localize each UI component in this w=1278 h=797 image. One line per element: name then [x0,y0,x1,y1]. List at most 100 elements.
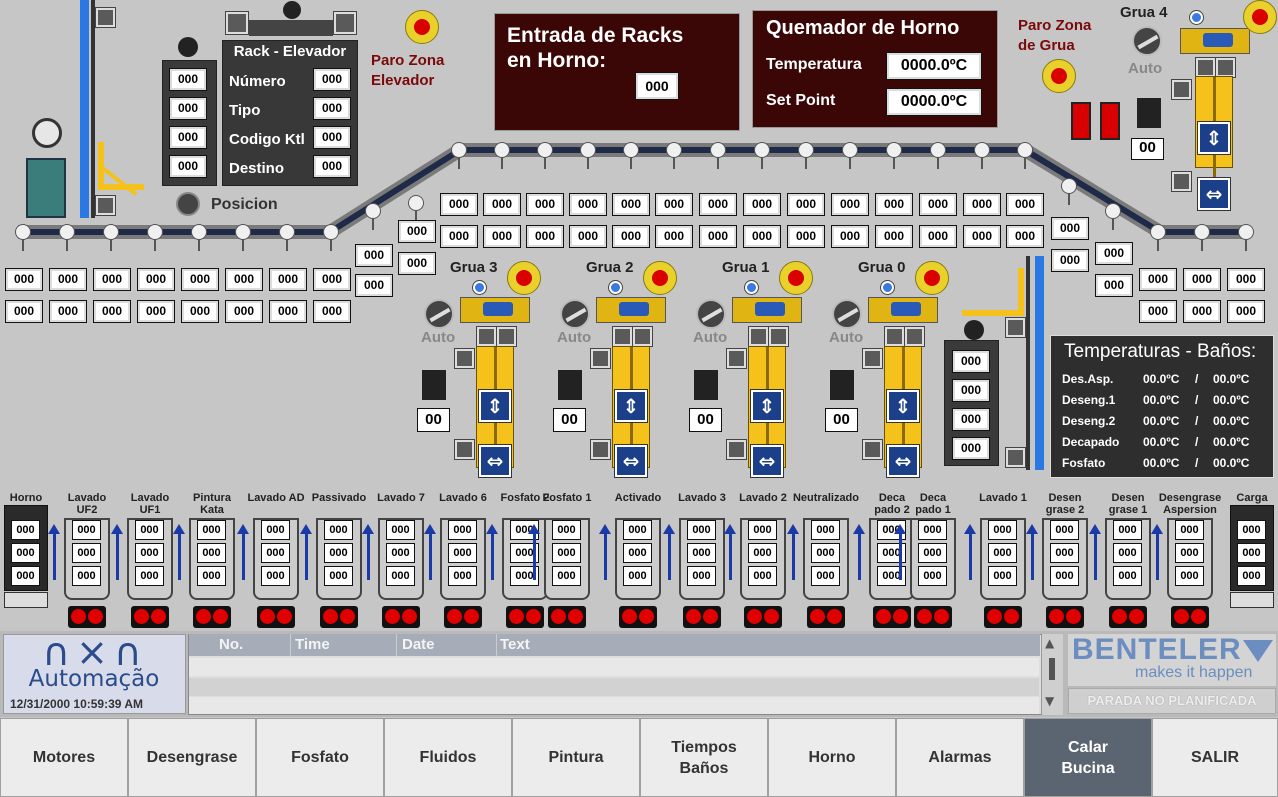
paro-zona-elevador-button[interactable] [405,10,439,44]
bath-label: Lavado UF2 [67,492,107,516]
grua-1-horizontal-button[interactable]: ⇔ [750,444,784,478]
tab-fluidos[interactable]: Fluidos [384,718,512,797]
bath-pump-lights [548,606,586,628]
conveyor-value-box: 000 [5,268,43,291]
rack-field-label-1: Tipo [229,102,261,119]
grua-4-stop-button[interactable] [1243,0,1277,34]
conveyor-value-box: 000 [137,300,175,323]
tab-calar-bucina[interactable]: Calar Bucina [1024,718,1152,797]
conveyor-value-box: 000 [483,193,521,216]
bath-value: 000 [1050,543,1079,563]
grua-1-vertical-button[interactable]: ⇕ [750,389,784,423]
elevator-sensor-bottom [95,195,116,216]
bath-value: 000 [324,566,353,586]
grua-3-mode-switch[interactable] [424,299,454,329]
tab-alarmas[interactable]: Alarmas [896,718,1024,797]
tab-tiempos-baños[interactable]: Tiempos Baños [640,718,768,797]
temp-row-name: Fosfato [1062,456,1106,470]
grua-2-status-icon [558,370,582,400]
carga-sensor-top [1005,317,1026,338]
grua-0-auto-label: Auto [829,329,864,346]
bath-value: 000 [261,566,290,586]
alarm-header-text[interactable]: Text [497,634,1040,656]
tab-horno[interactable]: Horno [768,718,896,797]
scroll-up-icon[interactable]: ▲ [1045,636,1055,650]
conveyor-value-box: 000 [699,193,737,216]
axn-logo-top: ∩×∩ [42,630,148,674]
benteler-tagline: makes it happen [1135,664,1253,681]
conveyor-value-box: 000 [919,225,957,248]
conveyor-value-box: 000 [787,193,825,216]
entrada-racks-title: Entrada de Racks en Horno: [507,24,684,72]
tab-fosfato[interactable]: Fosfato [256,718,384,797]
bath-pump-lights [382,606,420,628]
temperaturas-title: Temperaturas - Baños: [1064,341,1257,362]
conveyor-roller [886,142,902,169]
bath-label: Desen grase 1 [1108,492,1148,516]
tab-salir[interactable]: SALIR [1152,718,1278,797]
bath-value: 000 [988,520,1017,540]
paro-zona-grua-button[interactable] [1042,59,1076,93]
grua-4-horizontal-button[interactable]: ⇔ [1197,177,1231,211]
conveyor-roller [930,142,946,169]
grua-3-vertical-button[interactable]: ⇕ [478,389,512,423]
grua-0-mode-switch[interactable] [832,299,862,329]
bath-value: 000 [386,543,415,563]
grua-3-sensor [454,439,475,460]
grua-2-vertical-button[interactable]: ⇕ [614,389,648,423]
paro-zona-grua-label: Paro Zona de Grua [1018,17,1092,54]
pump-light [402,609,417,624]
grua-4-mode-switch[interactable] [1132,26,1162,56]
pump-light [509,609,524,624]
carga-indicator [964,320,984,340]
grua-1-stop-button[interactable] [779,261,813,295]
rack-field-value-2: 000 [313,126,351,149]
scroll-down-icon[interactable]: ▼ [1045,694,1055,708]
bath-value: 000 [510,543,539,563]
bath-value: 000 [386,520,415,540]
scroll-thumb[interactable] [1049,658,1055,680]
grua-0-counter: 00 [825,408,858,432]
bath-pump-lights [320,606,358,628]
grua-0-stop-button[interactable] [915,261,949,295]
rack-field-label-2: Codigo Ktl [229,131,305,148]
grua-0-horizontal-button[interactable]: ⇔ [886,444,920,478]
bath-flow-arrow [300,524,312,580]
grua-1-mode-switch[interactable] [696,299,726,329]
pump-light [277,609,292,624]
bath-flow-arrow [787,524,799,580]
bath-label: Carga [1236,492,1268,504]
conveyor-roller [623,142,639,169]
grua-1-blue-indicator [744,280,759,295]
bath-pump-lights [444,606,482,628]
grua-4-vertical-button[interactable]: ⇕ [1197,121,1231,155]
tab-desengrase[interactable]: Desengrase [128,718,256,797]
grua-0-vertical-button[interactable]: ⇕ [886,389,920,423]
grua-2-horizontal-button[interactable]: ⇔ [614,444,648,478]
grua-3-label: Grua 3 [450,259,498,276]
temp-row-value-a: 00.0ºC [1143,456,1180,470]
temp-row-value-b: 00.0ºC [1213,435,1250,449]
alarm-header-no[interactable]: No. [189,634,291,656]
conveyor-value-box: 000 [831,193,869,216]
grua-2-label: Grua 2 [586,259,634,276]
bath-label: Passivado [311,492,367,504]
bath-value: 000 [11,520,40,540]
bath-value: 000 [261,520,290,540]
grua-2-mode-switch[interactable] [560,299,590,329]
tab-motores[interactable]: Motores [0,718,128,797]
conveyor-roller [974,142,990,169]
alarm-header-time[interactable]: Time [291,634,397,656]
bath-value: 000 [918,543,947,563]
grua-3-horizontal-button[interactable]: ⇔ [478,444,512,478]
bath-value: 000 [386,566,415,586]
tab-pintura[interactable]: Pintura [512,718,640,797]
grua-3-stop-button[interactable] [507,261,541,295]
conveyor-roller [494,142,510,169]
conveyor-roller [279,224,295,251]
alarm-header-date[interactable]: Date [397,634,497,656]
bath-label: Lavado 1 [979,492,1027,504]
grua-1-auto-label: Auto [693,329,728,346]
bath-value: 000 [988,566,1017,586]
grua-2-stop-button[interactable] [643,261,677,295]
